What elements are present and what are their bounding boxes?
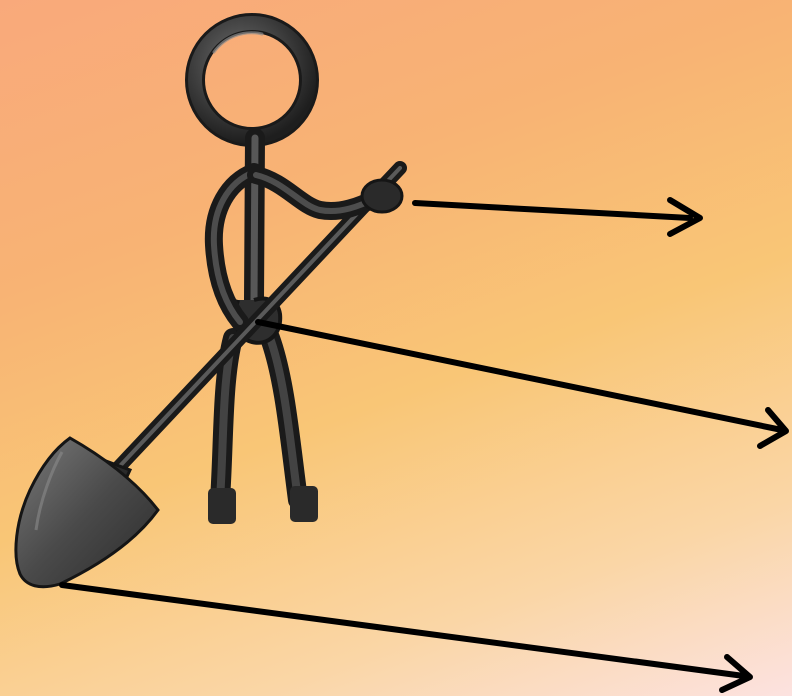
figure-legs [208,338,318,524]
arrow-from-body [258,322,786,446]
figure-right-arm [256,175,402,212]
arrow-from-shovel-blade [62,585,750,690]
shovel-blade [16,438,158,587]
arrow-from-hand [415,200,700,234]
figure-head [195,23,309,137]
stick-figure-with-shovel-icon [16,23,402,587]
